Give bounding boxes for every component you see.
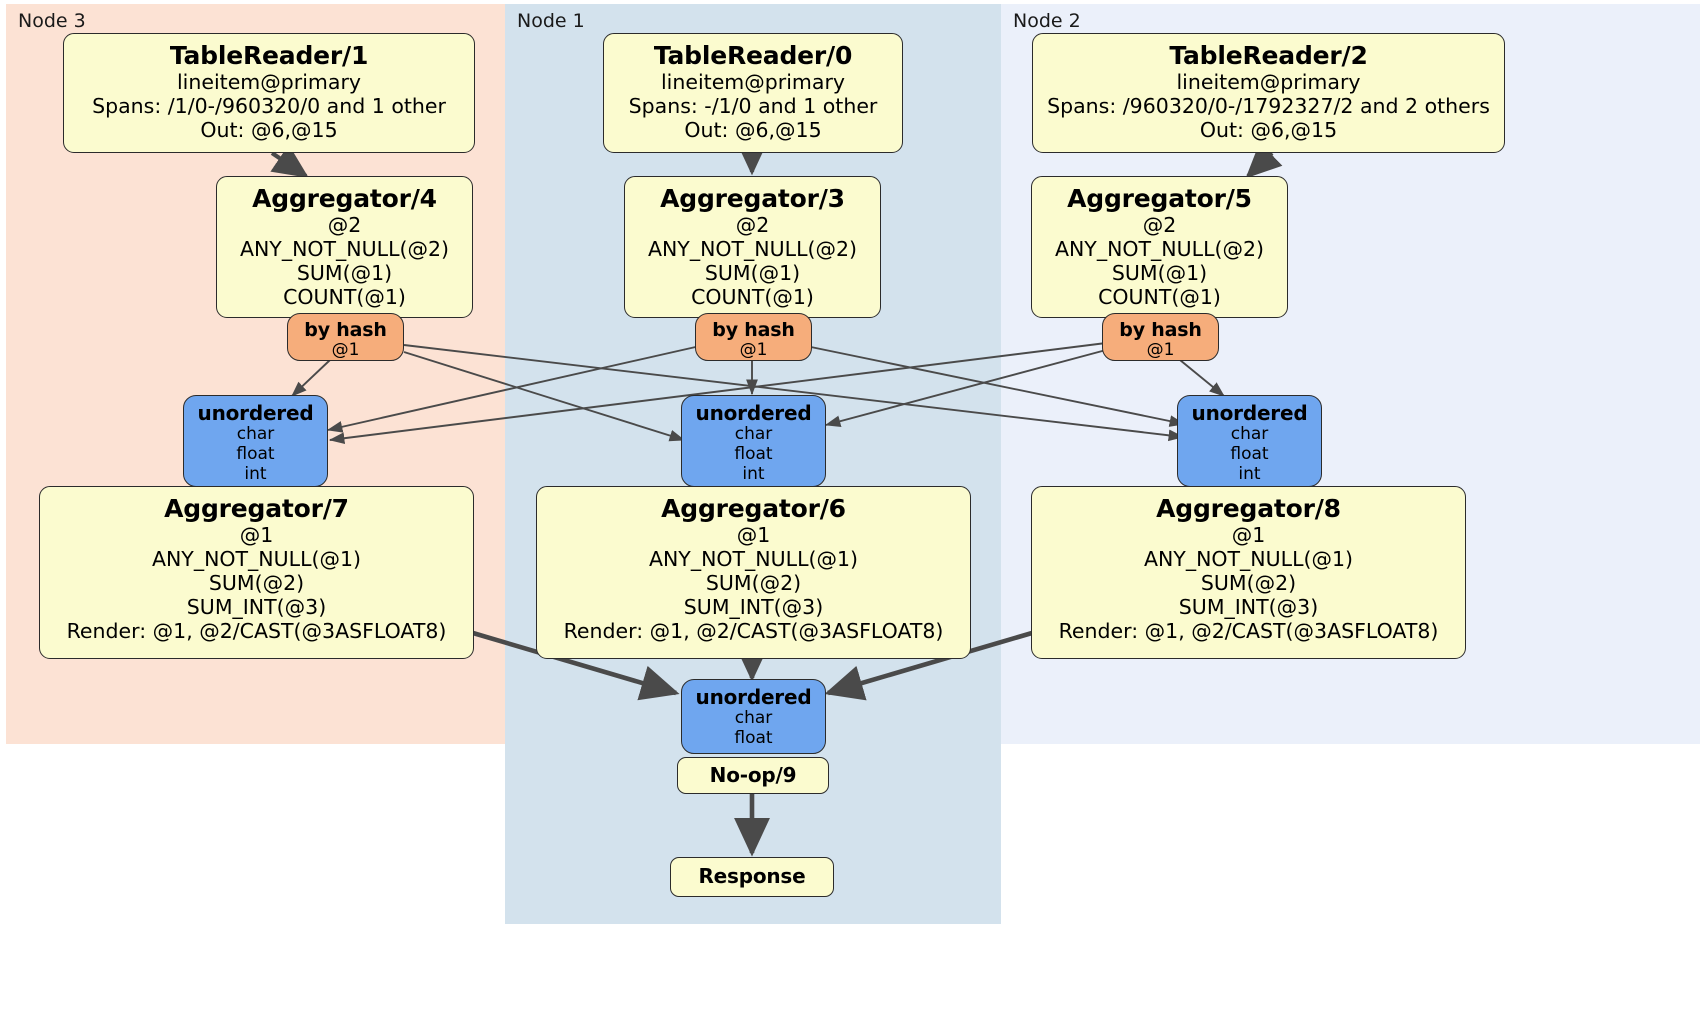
sink-unordered-right[interactable]: unordered char float int xyxy=(1177,395,1322,487)
processor-title: Response xyxy=(698,864,806,889)
processor-detail: ANY_NOT_NULL(@2) xyxy=(1054,237,1265,262)
processor-detail: @1 xyxy=(736,523,771,548)
processor-detail: @1 xyxy=(1231,523,1266,548)
node-panel-label-node2: Node 2 xyxy=(1013,10,1081,32)
processor-detail: lineitem@primary xyxy=(1176,70,1361,95)
processor-detail: SUM(@2) xyxy=(208,571,305,596)
processor-detail: @1 xyxy=(239,523,274,548)
processor-tablereader-0[interactable]: TableReader/0 lineitem@primary Spans: -/… xyxy=(603,33,903,153)
sink-unordered-final[interactable]: unordered char float xyxy=(681,679,826,754)
sink-detail: float xyxy=(1230,444,1269,465)
processor-detail: lineitem@primary xyxy=(660,70,846,95)
router-by-hash-mid[interactable]: by hash @1 xyxy=(695,313,812,361)
processor-detail: SUM(@2) xyxy=(705,571,802,596)
sink-title: unordered xyxy=(695,401,812,425)
sink-unordered-left[interactable]: unordered char float int xyxy=(183,395,328,487)
processor-detail: ANY_NOT_NULL(@1) xyxy=(151,547,362,572)
processor-aggregator-5[interactable]: Aggregator/5 @2 ANY_NOT_NULL(@2) SUM(@1)… xyxy=(1031,176,1288,318)
processor-title: Aggregator/7 xyxy=(164,494,349,523)
sink-detail: char xyxy=(1230,424,1269,445)
processor-detail: @2 xyxy=(1142,213,1177,238)
router-by-hash-left[interactable]: by hash @1 xyxy=(287,313,404,361)
router-title: by hash xyxy=(304,319,387,341)
processor-title: No-op/9 xyxy=(709,762,797,787)
router-by-hash-right[interactable]: by hash @1 xyxy=(1102,313,1219,361)
processor-aggregator-4[interactable]: Aggregator/4 @2 ANY_NOT_NULL(@2) SUM(@1)… xyxy=(216,176,473,318)
sink-title: unordered xyxy=(695,685,812,709)
processor-detail: ANY_NOT_NULL(@1) xyxy=(1143,547,1354,572)
sink-unordered-mid[interactable]: unordered char float int xyxy=(681,395,826,487)
processor-detail: SUM_INT(@3) xyxy=(186,595,327,620)
sink-detail: char xyxy=(236,424,275,445)
processor-detail: ANY_NOT_NULL(@2) xyxy=(647,237,858,262)
processor-detail: Spans: /1/0-/960320/0 and 1 other xyxy=(92,94,446,119)
processor-detail-render: Render: @1, @2/CAST(@3ASFLOAT8) xyxy=(66,619,447,644)
sink-title: unordered xyxy=(1191,401,1308,425)
router-detail: @1 xyxy=(739,340,768,361)
processor-detail: Spans: /960320/0-/1792327/2 and 2 others xyxy=(1047,94,1490,119)
sink-detail: float xyxy=(734,728,773,749)
router-title: by hash xyxy=(1119,319,1202,341)
processor-detail: ANY_NOT_NULL(@2) xyxy=(239,237,450,262)
processor-detail: SUM_INT(@3) xyxy=(1178,595,1319,620)
processor-aggregator-3[interactable]: Aggregator/3 @2 ANY_NOT_NULL(@2) SUM(@1)… xyxy=(624,176,881,318)
processor-detail: @2 xyxy=(735,213,770,238)
processor-title: Aggregator/8 xyxy=(1156,494,1341,523)
processor-detail: COUNT(@1) xyxy=(283,285,406,310)
processor-title: TableReader/1 xyxy=(169,41,369,70)
sink-detail: char xyxy=(734,424,773,445)
processor-tablereader-1[interactable]: TableReader/1 lineitem@primary Spans: /1… xyxy=(63,33,475,153)
processor-detail: SUM_INT(@3) xyxy=(683,595,824,620)
sink-detail: float xyxy=(236,444,275,465)
processor-detail-render: Render: @1, @2/CAST(@3ASFLOAT8) xyxy=(1058,619,1439,644)
processor-detail: ANY_NOT_NULL(@1) xyxy=(648,547,859,572)
sink-detail: char xyxy=(734,708,773,729)
processor-detail: Out: @6,@15 xyxy=(200,118,338,143)
node-panel-label-node3: Node 3 xyxy=(18,10,86,32)
processor-title: Aggregator/3 xyxy=(660,184,845,213)
processor-title: Aggregator/5 xyxy=(1067,184,1252,213)
processor-aggregator-8[interactable]: Aggregator/8 @1 ANY_NOT_NULL(@1) SUM(@2)… xyxy=(1031,486,1466,659)
router-detail: @1 xyxy=(331,340,360,361)
processor-detail: COUNT(@1) xyxy=(1098,285,1221,310)
processor-detail: COUNT(@1) xyxy=(691,285,814,310)
processor-detail: SUM(@1) xyxy=(704,261,801,286)
processor-title: TableReader/2 xyxy=(1169,41,1368,70)
sink-detail: int xyxy=(244,464,267,485)
router-detail: @1 xyxy=(1146,340,1175,361)
processor-tablereader-2[interactable]: TableReader/2 lineitem@primary Spans: /9… xyxy=(1032,33,1505,153)
processor-detail: SUM(@1) xyxy=(296,261,393,286)
sink-title: unordered xyxy=(197,401,314,425)
processor-detail: Out: @6,@15 xyxy=(1199,118,1338,143)
sink-detail: int xyxy=(742,464,765,485)
processor-detail: Out: @6,@15 xyxy=(684,118,822,143)
processor-detail: SUM(@1) xyxy=(1111,261,1208,286)
processor-detail: Spans: -/1/0 and 1 other xyxy=(628,94,878,119)
processor-no-op-9[interactable]: No-op/9 xyxy=(677,757,829,794)
processor-title: TableReader/0 xyxy=(653,41,853,70)
processor-detail-render: Render: @1, @2/CAST(@3ASFLOAT8) xyxy=(563,619,944,644)
node-panel-label-node1: Node 1 xyxy=(517,10,585,32)
sink-detail: int xyxy=(1238,464,1261,485)
processor-detail: SUM(@2) xyxy=(1200,571,1297,596)
processor-detail: lineitem@primary xyxy=(176,70,362,95)
processor-detail: @2 xyxy=(327,213,362,238)
processor-title: Aggregator/6 xyxy=(661,494,846,523)
sink-detail: float xyxy=(734,444,773,465)
processor-aggregator-7[interactable]: Aggregator/7 @1 ANY_NOT_NULL(@1) SUM(@2)… xyxy=(39,486,474,659)
processor-aggregator-6[interactable]: Aggregator/6 @1 ANY_NOT_NULL(@1) SUM(@2)… xyxy=(536,486,971,659)
processor-response[interactable]: Response xyxy=(670,857,834,897)
router-title: by hash xyxy=(712,319,795,341)
processor-title: Aggregator/4 xyxy=(252,184,437,213)
